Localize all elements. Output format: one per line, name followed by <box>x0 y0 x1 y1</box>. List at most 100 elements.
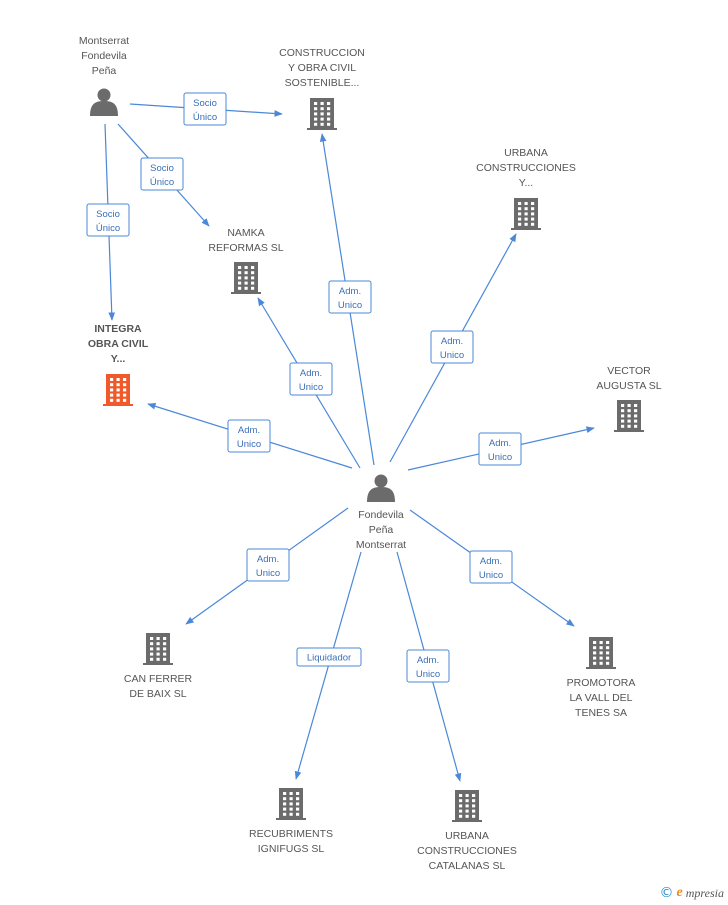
edge-label-text: Socio <box>193 98 217 109</box>
building-icon <box>276 788 306 820</box>
node-label-line: CAN FERRER <box>124 673 193 685</box>
edge-label-box <box>183 92 227 126</box>
edge-label-box <box>227 419 271 453</box>
edge-label-text: Unico <box>299 382 323 393</box>
building-icon <box>143 633 173 665</box>
node-label-line: Y OBRA CIVIL <box>288 62 356 74</box>
node-namka[interactable]: NAMKA REFORMAS SL <box>208 227 284 294</box>
node-label-line: Fondevila <box>358 509 404 521</box>
node-label-line: IGNIFUGS SL <box>258 843 325 855</box>
edge-label-box <box>469 550 513 584</box>
edge-label-text: Unico <box>416 669 440 680</box>
edge-label-text: Socio <box>96 209 120 220</box>
edge-label-text: Unico <box>488 452 512 463</box>
node-urbana1[interactable]: URBANACONSTRUCCIONESY... <box>476 147 576 230</box>
edge-label-box <box>246 548 290 582</box>
person-icon <box>367 474 395 502</box>
copyright-symbol: © <box>659 885 674 901</box>
node-construccion[interactable]: CONSTRUCCION Y OBRA CIVIL SOSTENIBLE... <box>279 47 365 130</box>
edge-label-box <box>289 362 333 396</box>
node-label-line: OBRA CIVIL <box>88 338 149 350</box>
building-icon <box>614 400 644 432</box>
brand-initial: e <box>676 885 683 900</box>
edge-label[interactable]: Adm.Unico <box>227 419 271 453</box>
edge-label-text: Liquidador <box>307 653 351 664</box>
edge-label-box <box>430 330 474 364</box>
building-icon <box>511 198 541 230</box>
node-label-line: PROMOTORA <box>567 677 636 689</box>
node-label-line: Y... <box>111 353 126 365</box>
node-label-line: CATALANAS SL <box>429 860 506 872</box>
node-label-line: DE BAIX SL <box>129 688 186 700</box>
node-label-line: REFORMAS SL <box>208 242 283 254</box>
edge-label-text: Único <box>193 112 217 123</box>
edge-label-text: Único <box>96 223 120 234</box>
node-label-line: URBANA <box>445 830 489 842</box>
edge-label[interactable]: Adm. Unico <box>469 550 513 584</box>
edge-label[interactable]: Liquidador <box>296 647 362 667</box>
node-vector[interactable]: VECTOR AUGUSTA SL <box>596 365 662 432</box>
node-integra[interactable]: INTEGRA OBRA CIVIL Y... <box>88 323 149 406</box>
edge-label-box <box>296 647 362 667</box>
building-icon <box>586 637 616 669</box>
node-label-line: SOSTENIBLE... <box>285 77 360 89</box>
node-label-line: RECUBRIMENTS <box>249 828 333 840</box>
brand-name: mpresia <box>685 885 724 900</box>
node-label-line: NAMKA <box>227 227 264 239</box>
node-recubriments[interactable]: RECUBRIMENTS IGNIFUGS SL <box>249 788 333 855</box>
edge-label-text: Adm. <box>238 425 260 436</box>
edge-label-box <box>86 203 130 237</box>
edge-label-box <box>478 432 522 466</box>
node-label-line: CONSTRUCCIONES <box>417 845 517 857</box>
edge-label-text: Único <box>150 177 174 188</box>
building-icon <box>452 790 482 822</box>
node-label-line: CONSTRUCCIONES <box>476 162 576 174</box>
edge-label[interactable]: Adm. Unico <box>430 330 474 364</box>
edge-label-text: Adm. <box>417 655 439 666</box>
edge-label[interactable]: Adm. Unico <box>289 362 333 396</box>
building-icon <box>307 98 337 130</box>
edge-label-text: Unico <box>256 568 280 579</box>
edge-label-text: Unico <box>440 350 464 361</box>
edge-label[interactable]: Adm. Unico <box>406 649 450 683</box>
node-label-line: LA VALL DEL <box>569 692 632 704</box>
edge-label-text: Adm. <box>300 368 322 379</box>
node-label-line: Montserrat <box>79 35 129 47</box>
node-label-line: CONSTRUCCION <box>279 47 365 59</box>
node-label-line: VECTOR <box>607 365 651 377</box>
edge-label-text: Adm. <box>441 336 463 347</box>
edge-label[interactable]: Adm.Unico <box>328 280 372 314</box>
node-label-line: TENES SA <box>575 707 627 719</box>
node-label-line: AUGUSTA SL <box>596 380 661 392</box>
node-urbana2[interactable]: URBANA CONSTRUCCIONES CATALANAS SL <box>417 790 517 872</box>
edge-label[interactable]: Adm. Unico <box>246 548 290 582</box>
edge-label-text: Adm. <box>257 554 279 565</box>
edge-label-text: Adm. <box>489 438 511 449</box>
edge-label-text: Unico <box>338 300 362 311</box>
node-promotora[interactable]: PROMOTORA LA VALL DEL TENES SA <box>567 637 636 719</box>
building-icon <box>103 374 133 406</box>
edge-label[interactable]: Adm. Unico <box>478 432 522 466</box>
node-canferrer[interactable]: CAN FERRER DE BAIX SL <box>124 633 193 700</box>
edge-label-text: Adm. <box>480 556 502 567</box>
edge-label-box <box>140 157 184 191</box>
node-label-line: Fondevila <box>81 50 127 62</box>
edge-label-text: Unico <box>479 570 503 581</box>
node-label-line: Y... <box>519 177 533 189</box>
node-label-line: Peña <box>369 524 394 536</box>
edge-label-text: Socio <box>150 163 174 174</box>
building-icon <box>231 262 261 294</box>
node-label-line: Peña <box>92 65 117 77</box>
edge-label-box <box>406 649 450 683</box>
node-label-line: INTEGRA <box>94 323 142 335</box>
person-icon <box>90 88 118 116</box>
edge-label-box <box>328 280 372 314</box>
